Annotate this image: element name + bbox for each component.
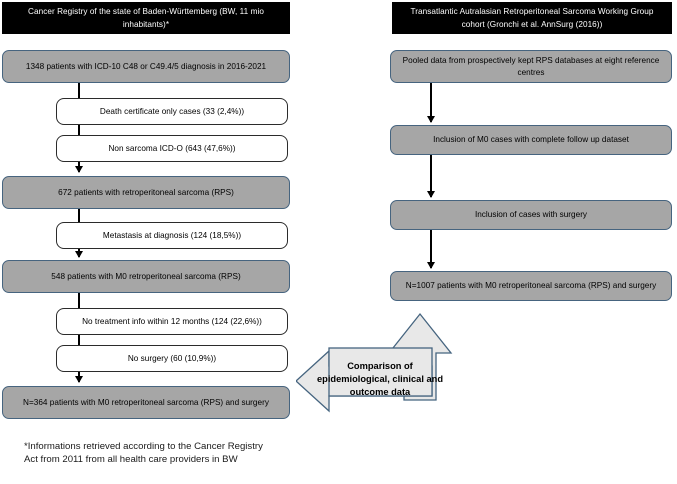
left-node-672-patients: 672 patients with retroperitoneal sarcom…	[2, 176, 290, 209]
right-node-pooled-data: Pooled data from prospectively kept RPS …	[390, 50, 672, 83]
left-node-1348-patients: 1348 patients with ICD-10 C48 or C49.4/5…	[2, 50, 290, 83]
left-exclusion-no-surgery: No surgery (60 (10,9%))	[56, 345, 288, 372]
left-exclusion-death-certificate: Death certificate only cases (33 (2,4%))	[56, 98, 288, 125]
left-arrowhead-3	[74, 376, 83, 383]
left-arrowhead-2	[74, 251, 83, 258]
right-node-inclusion-surgery: Inclusion of cases with surgery	[390, 200, 672, 230]
right-arrowhead-1	[426, 116, 435, 123]
comparison-block: Comparison of epidemiological, clinical …	[296, 308, 596, 420]
comparison-arrows-shape	[296, 312, 453, 413]
right-column-header: Transatlantic Autralasian Retroperitonea…	[392, 2, 672, 34]
left-column-footnote: *Informations retrieved according to the…	[24, 441, 263, 466]
right-node-n1007-final: N=1007 patients with M0 retroperitoneal …	[390, 271, 672, 301]
right-connector-2	[430, 155, 432, 197]
left-node-n364-final: N=364 patients with M0 retroperitoneal s…	[2, 386, 290, 419]
left-exclusion-metastasis: Metastasis at diagnosis (124 (18,5%))	[56, 222, 288, 249]
left-arrowhead-1	[74, 166, 83, 173]
left-exclusion-non-sarcoma: Non sarcoma ICD-O (643 (47,6%))	[56, 135, 288, 162]
comparison-label: Comparison of epidemiological, clinical …	[316, 361, 444, 397]
left-connector-1	[78, 83, 80, 172]
right-connector-1	[430, 83, 432, 122]
left-column-header: Cancer Registry of the state of Baden-Wü…	[2, 2, 290, 34]
right-arrowhead-3	[426, 262, 435, 269]
left-exclusion-no-treatment-info: No treatment info within 12 months (124 …	[56, 308, 288, 335]
right-node-inclusion-m0: Inclusion of M0 cases with complete foll…	[390, 125, 672, 155]
left-node-548-patients: 548 patients with M0 retroperitoneal sar…	[2, 260, 290, 293]
right-arrowhead-2	[426, 191, 435, 198]
comparison-plate	[328, 347, 433, 397]
left-connector-3	[78, 293, 80, 382]
right-connector-3	[430, 230, 432, 268]
